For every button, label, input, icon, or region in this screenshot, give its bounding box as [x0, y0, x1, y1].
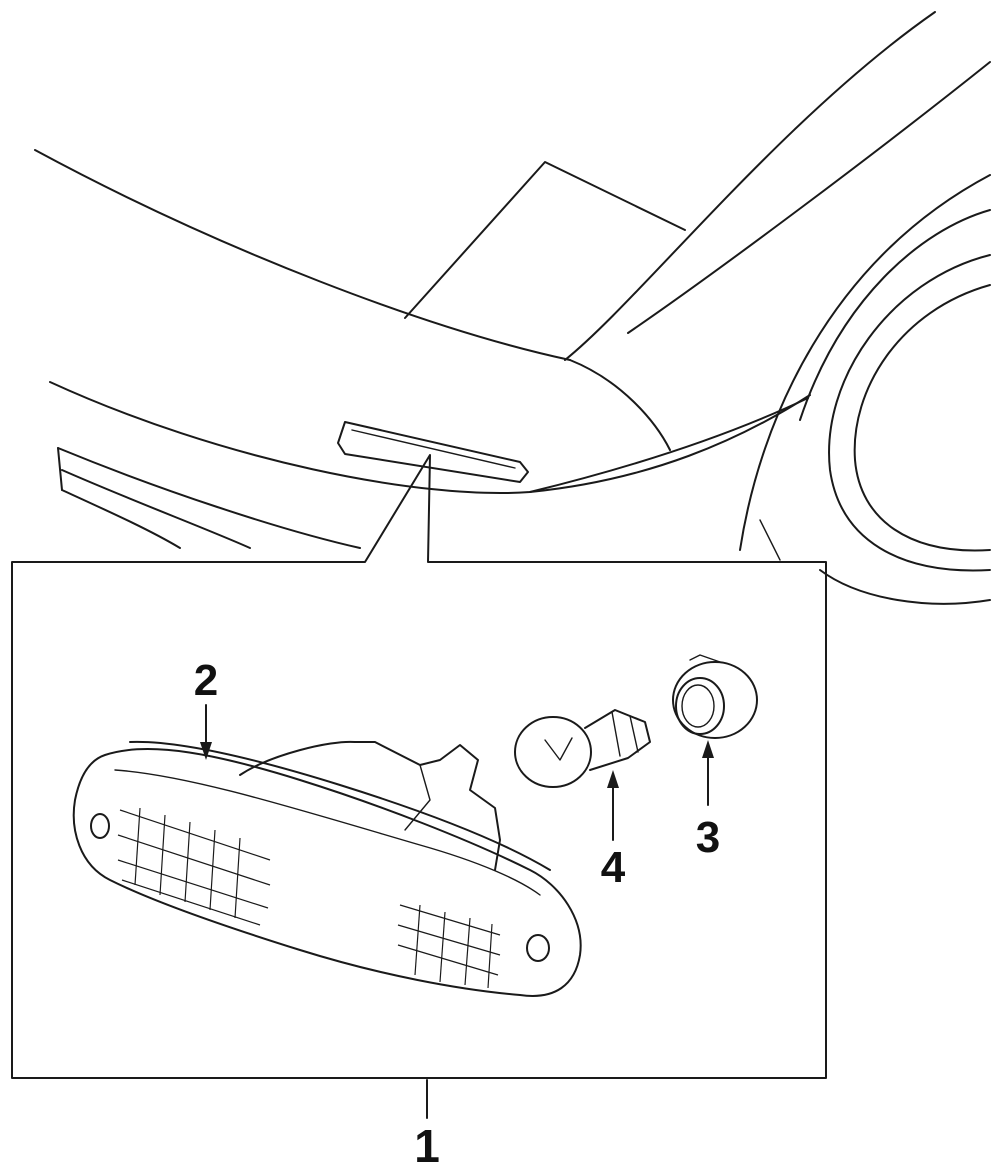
socket-ring-inner: [681, 684, 715, 728]
socket: [672, 654, 758, 739]
lamp-housing: [239, 740, 501, 871]
socket-ring-outer: [675, 677, 725, 735]
lamp-lens-outline: [72, 748, 582, 997]
bumper-marker: [337, 421, 529, 483]
lens-grid-right: [397, 904, 501, 989]
fender-curve: [569, 359, 671, 451]
turn-signal-lens: [72, 740, 582, 997]
arrowhead-bulb: [607, 770, 619, 788]
callouts: 2 3 4 1: [194, 656, 720, 1172]
bumper-top: [49, 381, 811, 495]
arrowhead-lens: [200, 742, 212, 760]
grille-slat-3: [61, 489, 181, 549]
bulb-glass: [514, 716, 592, 788]
hood-edge: [34, 149, 571, 361]
detail-box: [11, 454, 827, 1079]
tire-inner: [853, 284, 991, 552]
bulb-filament: [544, 737, 573, 761]
bulb-base: [584, 709, 651, 771]
wheel-arch-inner: [799, 209, 991, 421]
callout-assembly: 1: [414, 1120, 440, 1172]
bulb-base-ring: [611, 711, 621, 757]
wheel-arch-outer: [739, 174, 991, 551]
callout-socket: 3: [696, 813, 720, 862]
grille-slat-1: [57, 447, 361, 549]
mount-hole-left: [90, 813, 110, 839]
fender-line-1: [564, 11, 936, 361]
lens-grid-left: [117, 807, 271, 926]
arrowhead-socket: [702, 740, 714, 758]
detail-frame: [11, 454, 827, 1079]
callout-bulb: 4: [601, 843, 626, 892]
fender-lower: [759, 519, 781, 561]
mount-hole-right: [526, 934, 550, 962]
fender-line-2: [627, 61, 991, 334]
wheel-arch-bottom: [819, 569, 991, 605]
grille-slat-2: [61, 469, 251, 549]
vehicle-front-corner: [34, 11, 991, 605]
bumper-marker-inner: [351, 429, 516, 469]
bulb: [514, 709, 651, 788]
bumper-top-2: [529, 397, 809, 493]
tire-outer: [828, 254, 991, 572]
lamp-bezel: [129, 740, 551, 871]
leader-lines: [200, 704, 714, 1119]
socket-flange: [672, 661, 758, 739]
socket-tab: [689, 654, 721, 663]
bulb-base-ring-2: [629, 715, 639, 753]
grille-edge: [57, 447, 63, 491]
hood-bulge: [404, 161, 686, 319]
lens-inner-edge: [114, 769, 541, 896]
callout-lens: 2: [194, 656, 218, 705]
